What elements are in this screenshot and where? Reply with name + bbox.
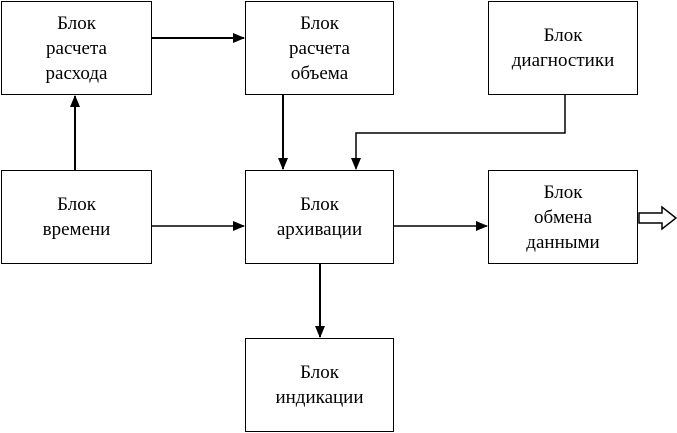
data-exchange-block-line-2: обмена bbox=[533, 206, 593, 228]
volume-calculation-block-line-3: объема bbox=[290, 62, 349, 84]
indication-block-line-1: Блок bbox=[300, 362, 339, 383]
time-block-line-2: времени bbox=[42, 219, 111, 240]
output-hollow-arrow bbox=[638, 205, 677, 231]
flow-calculation-block-line-2: расчета bbox=[46, 37, 107, 59]
archiving-block-line-2: архивации bbox=[276, 219, 363, 240]
arrow-diagnostics-to-archiving bbox=[351, 95, 566, 170]
data-exchange-block-line-1: Блок bbox=[543, 181, 583, 203]
time-block: Блок времени bbox=[1, 170, 152, 264]
indication-block: Блок индикации bbox=[245, 338, 394, 432]
indication-block-line-2: индикации bbox=[275, 387, 364, 408]
volume-calculation-block-line-1: Блок bbox=[300, 12, 339, 34]
time-block-line-1: Блок bbox=[57, 194, 96, 215]
flow-calculation-block-line-1: Блок bbox=[57, 12, 96, 34]
volume-calculation-block-line-2: расчета bbox=[289, 37, 350, 59]
diagnostics-block-line-2: диагностики bbox=[511, 50, 615, 71]
flow-calculation-block-line-3: расхода bbox=[45, 62, 108, 84]
diagnostics-block-line-1: Блок bbox=[543, 25, 583, 46]
flow-calculation-block: Блок расчета расхода bbox=[1, 1, 152, 95]
data-exchange-block-line-3: данными bbox=[526, 231, 600, 253]
volume-calculation-block: Блок расчета объема bbox=[245, 1, 394, 95]
archiving-block: Блок архивации bbox=[245, 170, 394, 264]
archiving-block-line-1: Блок bbox=[300, 194, 339, 215]
diagnostics-block: Блок диагностики bbox=[488, 1, 638, 95]
data-exchange-block: Блок обмена данными bbox=[488, 170, 638, 264]
